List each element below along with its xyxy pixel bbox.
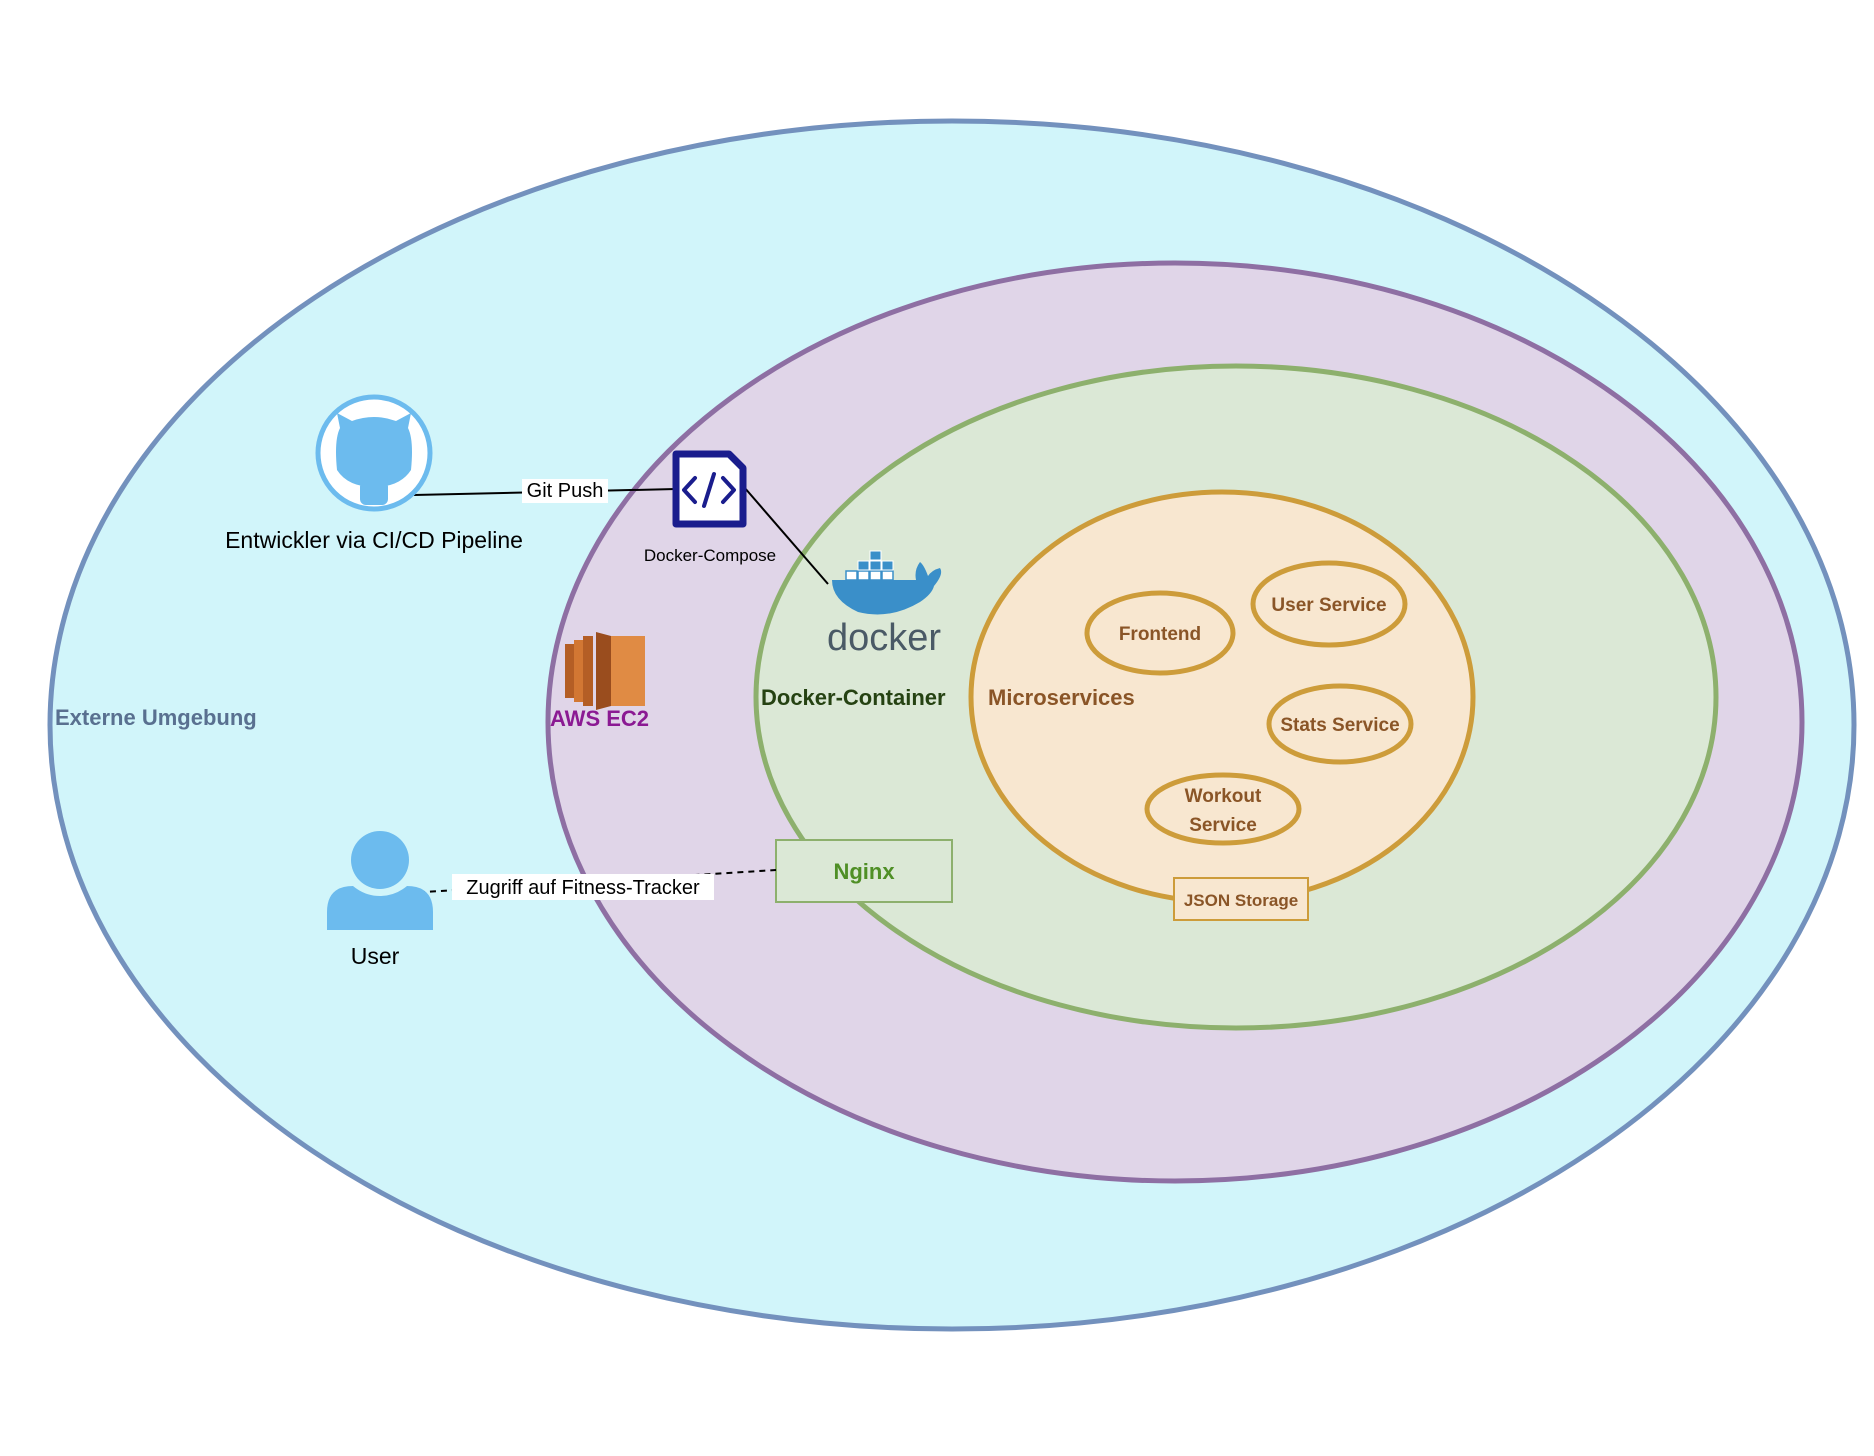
- user-service[interactable]: User Service: [1250, 560, 1408, 648]
- workout-service-label-line1: Workout: [1185, 786, 1262, 807]
- workout-service-label-line2: Service: [1189, 815, 1257, 836]
- nginx-label: Nginx: [833, 859, 895, 884]
- docker-wordmark: docker: [827, 617, 941, 659]
- git-push-label: Git Push: [527, 480, 604, 502]
- compose-to-docker-edge: [743, 486, 829, 585]
- user-access-label: Zugriff auf Fitness-Tracker: [466, 877, 700, 899]
- github-icon: [315, 394, 433, 512]
- nginx-node[interactable]: Nginx: [775, 839, 953, 903]
- stats-service[interactable]: Stats Service: [1266, 683, 1414, 765]
- docker-whale-icon: [832, 550, 942, 615]
- aws-ec2-label: AWS EC2: [550, 706, 649, 731]
- user-actor[interactable]: User: [327, 831, 433, 969]
- docker-container-label: Docker-Container: [761, 685, 946, 710]
- stats-service-label: Stats Service: [1280, 715, 1399, 736]
- user-access-edge: Zugriff auf Fitness-Tracker: [407, 869, 777, 900]
- code-file-icon: [672, 450, 747, 528]
- user-icon: [327, 831, 433, 930]
- aws-ec2-icon: [565, 632, 645, 710]
- json-storage-label: JSON Storage: [1184, 891, 1298, 910]
- json-storage[interactable]: JSON Storage: [1173, 877, 1309, 921]
- workout-service[interactable]: Workout Service: [1144, 772, 1302, 846]
- frontend-label: Frontend: [1119, 624, 1201, 645]
- docker-logo: docker: [827, 550, 942, 659]
- frontend-service[interactable]: Frontend: [1084, 590, 1236, 676]
- developer-actor[interactable]: Entwickler via CI/CD Pipeline: [225, 394, 523, 553]
- microservices-label: Microservices: [988, 685, 1135, 710]
- git-push-edge: Git Push: [413, 479, 677, 503]
- docker-compose-node[interactable]: Docker-Compose: [644, 450, 776, 565]
- external-environment-label: Externe Umgebung: [55, 705, 257, 730]
- user-label: User: [351, 943, 400, 969]
- user-service-label: User Service: [1271, 595, 1386, 616]
- docker-compose-label: Docker-Compose: [644, 546, 776, 565]
- developer-label: Entwickler via CI/CD Pipeline: [225, 527, 523, 553]
